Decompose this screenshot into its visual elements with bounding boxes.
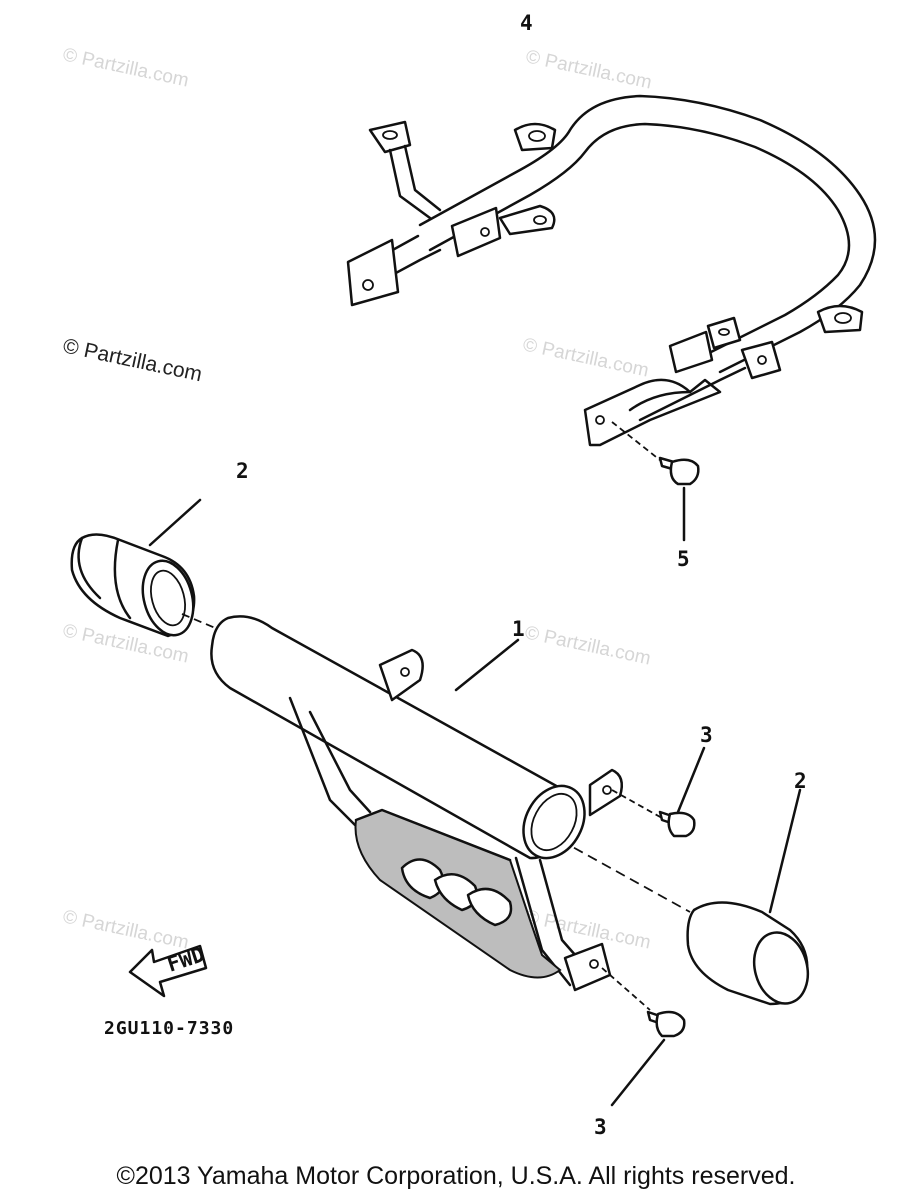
watermark-text: © Partzilla.com	[61, 44, 191, 91]
bolt-part	[601, 967, 686, 1107]
bolt-part	[658, 456, 700, 542]
watermark-text: © Partzilla.com	[524, 46, 654, 93]
callout-grab-bar: 4	[520, 11, 533, 35]
callout-end-cap-right: 2	[794, 769, 807, 793]
bolt-part	[611, 746, 706, 838]
callout-bolt-mid: 3	[700, 723, 713, 747]
watermark-text: © Partzilla.com	[61, 906, 191, 953]
callout-guard: 1	[512, 617, 525, 641]
end-cap-right-part	[686, 788, 810, 1006]
end-cap-left-part	[70, 498, 202, 638]
callout-bolt-lower: 3	[594, 1115, 607, 1139]
watermark-text: © Partzilla.com	[523, 906, 653, 953]
copyright-text: ©2013 Yamaha Motor Corporation, U.S.A. A…	[117, 1162, 796, 1190]
callout-end-cap-left: 2	[236, 459, 249, 483]
grab-bar-part	[346, 94, 877, 469]
diagram-code: 2GU110-7330	[104, 1018, 234, 1039]
guard-part	[181, 613, 691, 992]
watermark-text: © Partzilla.com	[523, 622, 653, 669]
watermark-text: © Partzilla.com	[521, 334, 651, 381]
callouts: 4 2 5 1 3 2 3	[236, 11, 807, 1139]
callout-bolt-upper: 5	[677, 547, 690, 571]
watermark-text: © Partzilla.com	[61, 334, 204, 386]
fwd-arrow: FWD	[128, 942, 208, 998]
